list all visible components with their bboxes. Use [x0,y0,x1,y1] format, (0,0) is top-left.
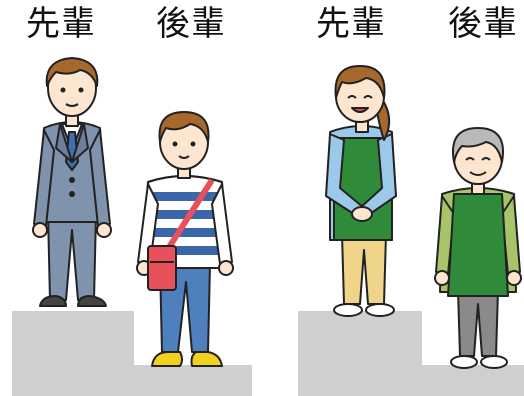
podium-left-high-step [12,311,134,396]
podium-left-low-step [134,365,252,396]
podium-right [298,311,524,396]
figure-elderly-woman-apron [434,127,522,369]
label-junior-left: 後輩 [156,4,226,44]
label-junior-right: 後輩 [448,4,518,44]
figure-boy [136,111,234,367]
figure-businessman [32,57,112,307]
label-senior-left: 先輩 [26,4,96,44]
label-senior-right: 先輩 [316,4,386,44]
podium-left [12,311,252,396]
podium-right-low-step [422,365,524,396]
podium-right-high-step [298,311,422,396]
figure-woman-apron [325,65,397,317]
